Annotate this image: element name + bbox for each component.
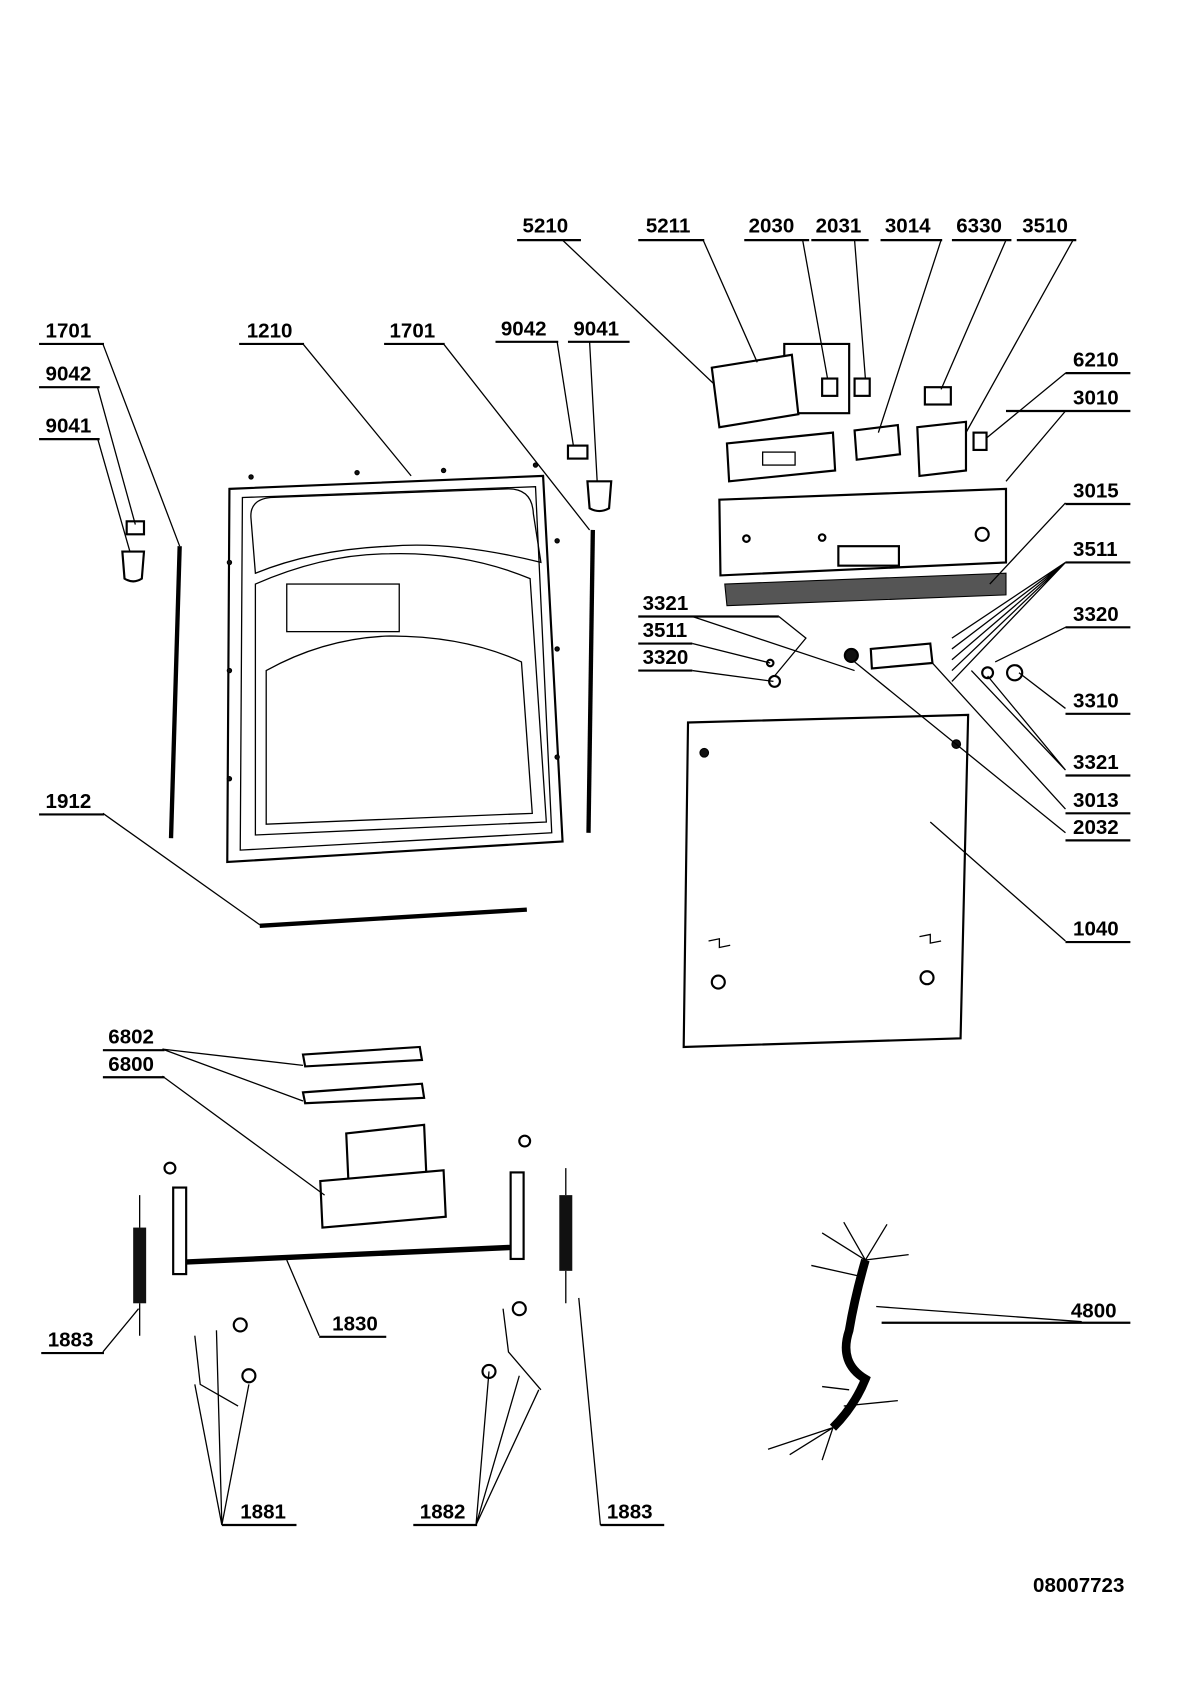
inner-door-panel bbox=[226, 462, 564, 864]
part-label-3010: 3010 bbox=[1073, 387, 1119, 410]
part-label-9042-left: 9042 bbox=[46, 363, 92, 386]
clips-and-caps bbox=[121, 444, 613, 583]
part-label-5210: 5210 bbox=[523, 215, 569, 238]
part-label-1701-left: 1701 bbox=[46, 319, 92, 342]
electronic-module bbox=[710, 342, 988, 483]
part-label-6210: 6210 bbox=[1073, 349, 1119, 372]
part-label-1701-mid: 1701 bbox=[390, 319, 436, 342]
part-label-3015: 3015 bbox=[1073, 480, 1119, 503]
part-label-3013: 3013 bbox=[1073, 789, 1119, 812]
part-labels: 5210 5211 2030 2031 3014 6330 3510 6210 … bbox=[39, 215, 1131, 1597]
part-label-1883-left: 1883 bbox=[48, 1329, 94, 1352]
part-label-6802: 6802 bbox=[108, 1026, 154, 1049]
part-label-2031: 2031 bbox=[816, 215, 862, 238]
control-panel bbox=[718, 487, 1024, 688]
part-label-2032: 2032 bbox=[1073, 816, 1119, 839]
part-label-1040: 1040 bbox=[1073, 918, 1119, 941]
handle-and-hinges bbox=[133, 1045, 573, 1407]
outer-door-panel bbox=[682, 713, 970, 1049]
part-label-3510: 3510 bbox=[1022, 215, 1068, 238]
part-label-4800: 4800 bbox=[1071, 1299, 1117, 1322]
part-label-6800: 6800 bbox=[108, 1053, 154, 1076]
part-label-1912: 1912 bbox=[46, 790, 92, 813]
part-label-1882: 1882 bbox=[420, 1501, 466, 1524]
part-label-9041-left: 9041 bbox=[46, 415, 92, 438]
part-label-2030: 2030 bbox=[749, 215, 795, 238]
part-label-3310: 3310 bbox=[1073, 689, 1119, 712]
part-label-1881: 1881 bbox=[240, 1501, 286, 1524]
part-label-1830: 1830 bbox=[332, 1312, 378, 1335]
part-label-3014: 3014 bbox=[885, 215, 931, 238]
part-label-3320-left: 3320 bbox=[643, 646, 689, 669]
part-label-3321: 3321 bbox=[1073, 751, 1119, 774]
part-label-9041-mid: 9041 bbox=[573, 317, 619, 340]
part-label-3511: 3511 bbox=[1073, 538, 1118, 561]
wiring-harness bbox=[767, 1221, 909, 1461]
door-seal-strips bbox=[168, 529, 595, 928]
part-label-6330: 6330 bbox=[956, 215, 1002, 238]
drawing-number: 08007723 bbox=[1033, 1574, 1124, 1597]
part-label-9042-mid: 9042 bbox=[501, 317, 547, 340]
part-label-3320: 3320 bbox=[1073, 603, 1119, 626]
part-label-3511-left: 3511 bbox=[643, 619, 688, 642]
leader-lines bbox=[96, 239, 1082, 1526]
part-label-5211: 5211 bbox=[646, 215, 691, 238]
part-label-1210: 1210 bbox=[247, 319, 293, 342]
part-label-1883-right: 1883 bbox=[607, 1501, 653, 1524]
part-label-3321-left: 3321 bbox=[643, 592, 689, 615]
